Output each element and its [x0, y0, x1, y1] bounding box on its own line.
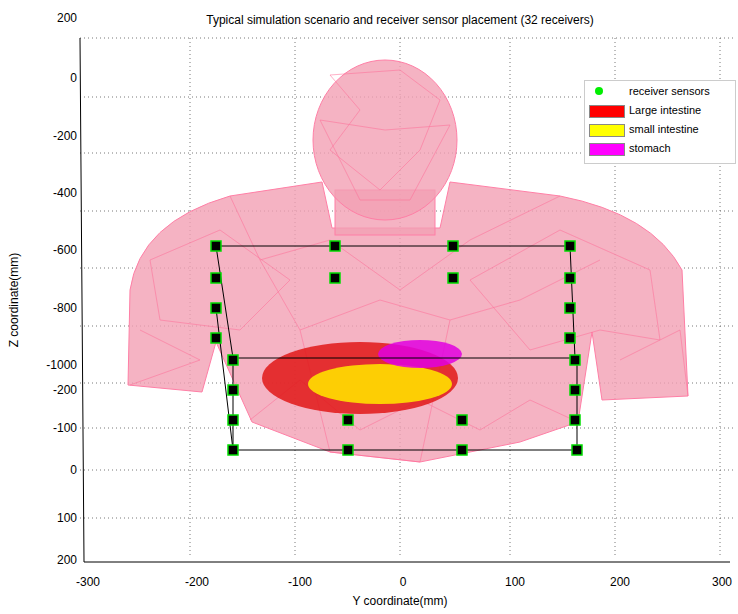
- y-tick: 0: [399, 575, 408, 589]
- legend-row: Large intestine: [585, 103, 735, 119]
- legend-text: small intestine: [629, 122, 699, 137]
- z-tick: -1000: [45, 358, 78, 372]
- y-tick: -200: [184, 575, 210, 589]
- legend-row: small intestine: [585, 122, 735, 138]
- legend-text: Large intestine: [629, 103, 701, 118]
- z-tick: -600: [52, 243, 78, 257]
- legend-box: receiver sensorsLarge intestine small int…: [584, 80, 736, 164]
- y-tick: -100: [287, 575, 313, 589]
- legend-swatch: [589, 143, 625, 156]
- legend-swatch: [589, 105, 625, 118]
- x-tick: 200: [56, 553, 78, 567]
- legend-swatch: [589, 124, 625, 137]
- z-tick: 200: [56, 11, 78, 25]
- z-tick: 0: [69, 71, 78, 85]
- axis-title: Z coordinate(mm): [7, 252, 21, 349]
- x-tick: 0: [69, 463, 78, 477]
- y-tick: 200: [609, 575, 631, 589]
- z-tick: -200: [52, 129, 78, 143]
- x-tick: -200: [52, 383, 78, 397]
- legend-marker: [595, 87, 603, 95]
- axis-title: Y coordinate(mm): [351, 594, 448, 608]
- legend-row: stomach: [585, 141, 735, 157]
- legend-row: receiver sensors: [585, 84, 735, 100]
- z-tick: -800: [52, 301, 78, 315]
- legend-text: stomach: [629, 141, 671, 156]
- y-tick: -300: [75, 575, 101, 589]
- legend-text: receiver sensors: [629, 84, 710, 99]
- z-tick: -400: [52, 186, 78, 200]
- chart-title: Typical simulation scenario and receiver…: [205, 13, 595, 27]
- y-tick: 300: [711, 575, 733, 589]
- x-tick: -100: [52, 421, 78, 435]
- x-tick: 100: [56, 511, 78, 525]
- y-tick: 100: [504, 575, 526, 589]
